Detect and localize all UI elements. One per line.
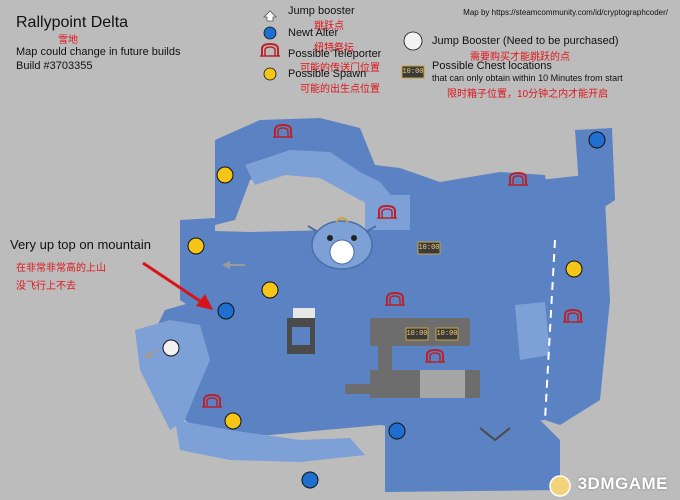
bottom-left-strip <box>175 420 365 462</box>
chest-icon <box>405 327 429 341</box>
legend-spawn-cn: 可能的出生点位置 <box>300 84 380 95</box>
top-box <box>365 195 410 230</box>
build-number: Build #3703355 <box>16 60 93 72</box>
legend-purchased-booster-cn: 需要购买才能跳跃的点 <box>470 52 570 63</box>
annotation-text: Very up top on mountain <box>10 237 151 252</box>
annotation-arrow <box>142 261 213 310</box>
spawn-icon <box>216 166 234 184</box>
building-connector <box>378 338 392 388</box>
legend-chest-note-cn: 限时箱子位置，10分钟之内才能开启 <box>447 89 609 100</box>
right-panel <box>515 302 550 360</box>
blue-circle-icon <box>263 26 277 40</box>
dashed-line <box>544 239 556 421</box>
legend-chest: Possible Chest locations <box>432 60 552 72</box>
chest-icon <box>417 241 441 255</box>
map-terrain <box>135 118 615 492</box>
legend-teleporter: Possible Teleporter <box>288 48 382 60</box>
legend-chest-note: that can only obtain within 10 Minutes f… <box>432 73 623 83</box>
legend-spawn: Possible Spawn <box>288 68 367 80</box>
building-ramp <box>345 384 395 394</box>
spawn-icon <box>261 281 279 299</box>
left-ramp <box>180 218 215 310</box>
legend-icons <box>259 10 425 81</box>
bottom-pad <box>385 420 560 492</box>
newt-alter-icon <box>217 302 235 320</box>
small-structure-top <box>293 308 315 318</box>
legend-purchased-booster: Jump Booster (Need to be purchased) <box>432 35 619 47</box>
top-band <box>215 118 555 238</box>
map-title: Rallypoint Delta <box>16 14 129 31</box>
spawn-markers <box>187 166 583 430</box>
annotation-cn-line1: 在非常非常高的上山 <box>16 263 106 274</box>
chest-timer: 10:00 <box>418 244 440 252</box>
legend-newt-alter: Newt Alter <box>288 27 339 39</box>
chest-markers <box>405 241 459 341</box>
left-curve <box>135 320 210 430</box>
spawn-icon <box>224 412 242 430</box>
chest-timer: 10:00 <box>436 330 458 338</box>
chest-icon <box>435 327 459 341</box>
jump-booster-arrows <box>143 261 245 358</box>
3dm-logo-icon <box>549 475 571 497</box>
annotation-cn-line2: 没飞行上不去 <box>16 281 76 292</box>
spawn-icon <box>187 237 205 255</box>
yellow-circle-icon <box>263 67 277 81</box>
legend-newt-alter-cn: 纽特祭坛 <box>314 43 354 54</box>
legend-jump-booster: Jump booster <box>288 5 355 17</box>
newt-alter-icon <box>388 422 406 440</box>
chest-icon <box>401 65 425 79</box>
newt-alter-icon <box>588 131 606 149</box>
top-right-strip <box>575 128 615 210</box>
jump-arrowhead-icon <box>143 351 153 358</box>
watermark: 3DMGAME <box>577 474 668 493</box>
bottom-wall <box>479 427 511 442</box>
map-title-cn: 雪地 <box>58 35 78 46</box>
white-circle-icon <box>403 31 423 51</box>
building-inner <box>420 370 465 398</box>
red-arrowhead-icon <box>196 294 213 310</box>
jump-arrowhead-icon <box>222 261 230 269</box>
newt-alter-icon <box>301 471 319 489</box>
inner-ring <box>245 150 395 210</box>
up-arrow-icon <box>263 10 277 22</box>
map-credit: Map by https://steamcommunity.com/id/cry… <box>463 8 668 17</box>
purchased-booster-icon <box>162 339 180 357</box>
legend-jump-booster-cn: 跳跃点 <box>314 21 344 32</box>
teleporter-arch-icon <box>259 43 281 57</box>
right-column <box>540 175 610 425</box>
legend-chest-timer: 10:00 <box>402 68 424 76</box>
alter-markers <box>217 131 606 489</box>
spawn-icon <box>565 260 583 278</box>
small-structure-inner <box>292 327 310 345</box>
legend-teleporter-cn: 可能的传送门位置 <box>300 63 380 74</box>
red-arrow-icon <box>142 261 204 305</box>
chest-timer: 10:00 <box>406 330 428 338</box>
newt-mascot <box>307 217 377 270</box>
map-note: Map could change in future builds <box>16 46 181 58</box>
